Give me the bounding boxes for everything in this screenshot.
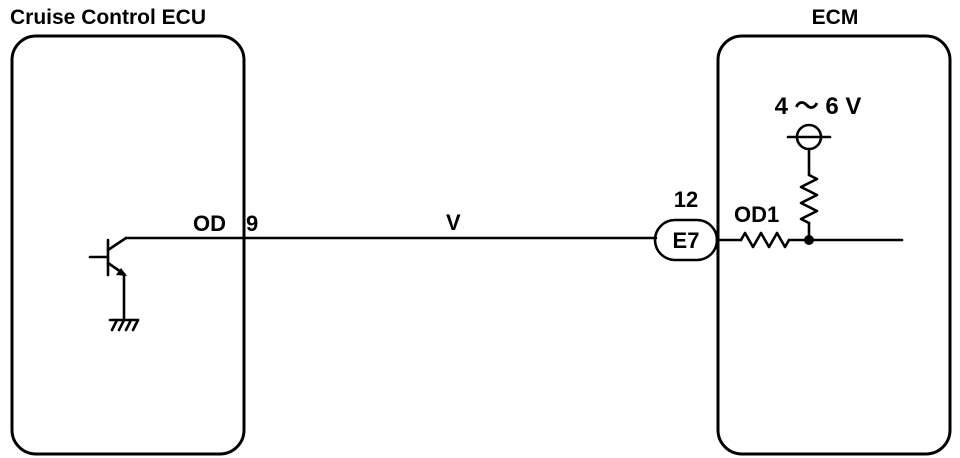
wire-color-code-label: V bbox=[446, 210, 461, 235]
npn-transistor-icon bbox=[88, 236, 128, 277]
pull-up-resistor-icon bbox=[799, 173, 819, 225]
terminal-od1-label: OD1 bbox=[734, 202, 779, 227]
resistor-icon bbox=[739, 231, 791, 249]
terminal-od-label: OD bbox=[193, 211, 226, 236]
ecm-title: ECM bbox=[812, 6, 859, 29]
power-supply-icon bbox=[786, 123, 832, 151]
ground-icon bbox=[108, 318, 140, 332]
supply-voltage-label: 4 ～ 6 V bbox=[775, 93, 862, 120]
connector-pin-12-label: 12 bbox=[674, 187, 698, 212]
cruise-control-ecu-title: Cruise Control ECU bbox=[10, 6, 206, 29]
cruise-control-ecu-box bbox=[10, 34, 246, 456]
terminal-pin-9-label: 9 bbox=[246, 211, 258, 236]
ecm-box bbox=[716, 34, 952, 456]
connector-e7-label: E7 bbox=[673, 228, 700, 253]
